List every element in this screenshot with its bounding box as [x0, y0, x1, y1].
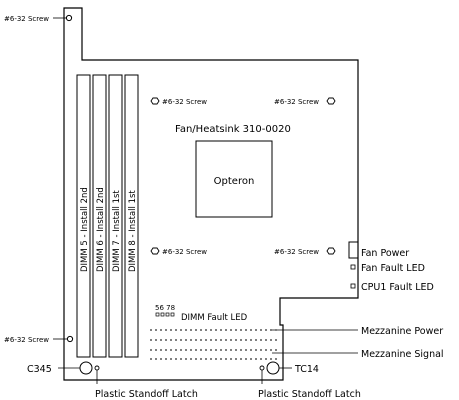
screw-label-top-left: #6-32 Screw — [4, 15, 49, 23]
dimm-slot-7: DIMM 7 - Install 1st — [108, 74, 123, 358]
cpu1-fault-led-label: CPU1 Fault LED — [361, 282, 434, 293]
fan-power-connector — [348, 241, 359, 259]
dimm-slot-7-label: DIMM 7 - Install 1st — [112, 190, 122, 272]
screw-hex-lower-right — [326, 247, 336, 255]
dimm-fault-led-label: DIMM Fault LED — [181, 313, 248, 323]
screw-hole-top-left — [65, 14, 73, 22]
standoff-left-ref: C345 — [27, 364, 52, 375]
cpu-socket — [195, 140, 273, 218]
dimm-led-code: 56 78 — [155, 304, 175, 312]
mezzanine-power-label: Mezzanine Power — [361, 326, 443, 337]
standoff-latch-left — [94, 365, 100, 371]
board-outline — [63, 7, 359, 381]
dimm-slot-5: DIMM 5 - Install 2nd — [76, 74, 91, 358]
dimm-slot-5-label: DIMM 5 - Install 2nd — [80, 187, 90, 272]
standoff-right — [266, 361, 280, 375]
cpu1-fault-led — [350, 283, 356, 289]
screw-label-lower-left: #6-32 Screw — [162, 248, 207, 256]
standoff-latch-left-label: Plastic Standoff Latch — [95, 389, 198, 400]
fan-fault-led — [350, 264, 356, 270]
screw-hex-upper-right — [326, 97, 336, 105]
standoff-latch-right — [259, 365, 265, 371]
screw-label-upper-left: #6-32 Screw — [162, 98, 207, 106]
standoff-latch-right-label: Plastic Standoff Latch — [258, 389, 361, 400]
screw-hex-lower-left — [150, 247, 160, 255]
screw-label-upper-right: #6-32 Screw — [274, 98, 319, 106]
screw-label-bottom-left: #6-32 Screw — [4, 336, 49, 344]
mezzanine-signal-label: Mezzanine Signal — [361, 349, 444, 360]
cpu-label: Opteron — [214, 176, 255, 187]
fan-power-label: Fan Power — [361, 248, 409, 259]
standoff-right-ref: TC14 — [294, 364, 319, 375]
heatsink-label: Fan/Heatsink 310-0020 — [175, 124, 291, 135]
dimm-fault-led-array — [155, 312, 175, 317]
screw-label-lower-right: #6-32 Screw — [274, 248, 319, 256]
standoff-left — [79, 361, 93, 375]
screw-hex-upper-left — [150, 97, 160, 105]
screw-hole-bottom-left — [66, 335, 74, 343]
dimm-slot-6: DIMM 6 - Install 2nd — [92, 74, 107, 358]
dimm-slot-6-label: DIMM 6 - Install 2nd — [96, 187, 106, 272]
dimm-slot-8: DIMM 8 - Install 1st — [124, 74, 139, 358]
dimm-slot-8-label: DIMM 8 - Install 1st — [128, 190, 138, 272]
fan-fault-led-label: Fan Fault LED — [361, 263, 425, 274]
